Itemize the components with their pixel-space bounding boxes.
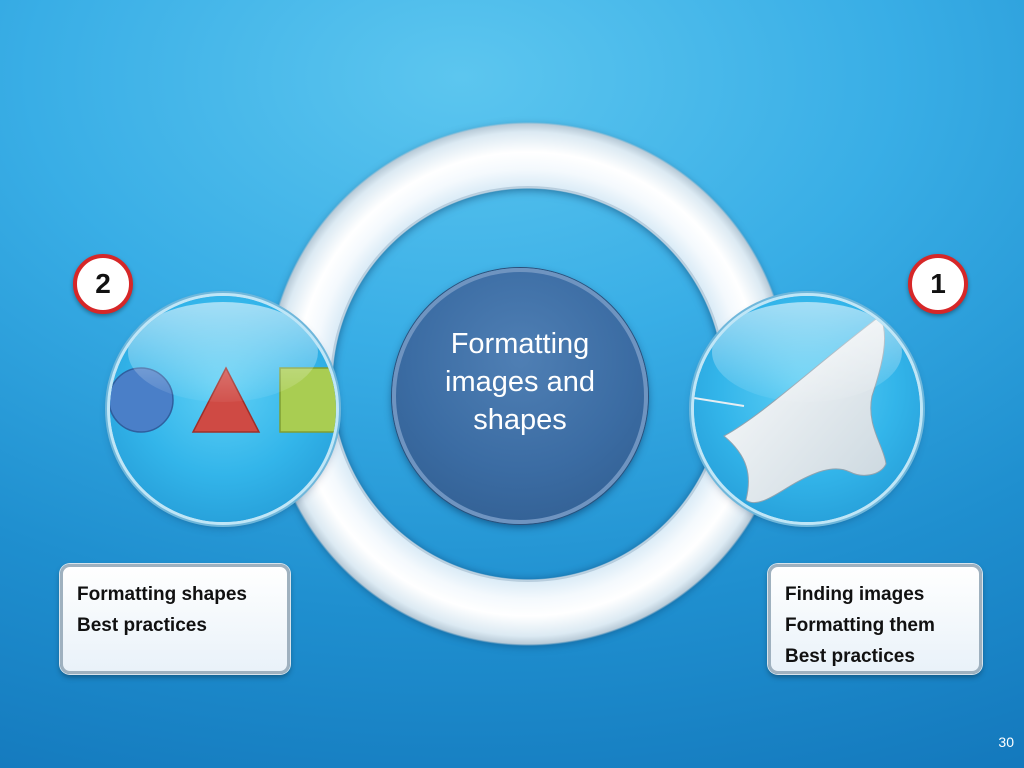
center-label-line: shapes [473,404,567,436]
topic-line: Finding images [785,584,925,605]
manta-ray-image [694,296,920,522]
page-number: 30 [998,734,1014,750]
center-label-line: images and [445,366,595,398]
center-label: Formatting images and shapes [420,325,620,439]
center-label-line: Formatting [450,328,590,360]
step-2-badge: 2 [73,254,133,314]
topic-line: Formatting shapes [77,584,247,605]
triangle-shape-icon [191,366,261,433]
shapes-bubble [110,296,336,522]
topic-line: Formatting them [785,615,935,636]
circle-shape-icon [110,367,174,433]
square-shape-icon [279,367,336,433]
manta-ray-icon [694,315,887,504]
images-topics-box: Finding images Formatting them Best prac… [768,564,982,674]
step-1-badge: 1 [908,254,968,314]
shapes-illustration [110,366,336,433]
topic-line: Best practices [77,615,207,636]
topic-line: Best practices [785,646,915,667]
center-circle: Formatting images and shapes [392,268,648,524]
shapes-topics-box: Formatting shapes Best practices [60,564,290,674]
